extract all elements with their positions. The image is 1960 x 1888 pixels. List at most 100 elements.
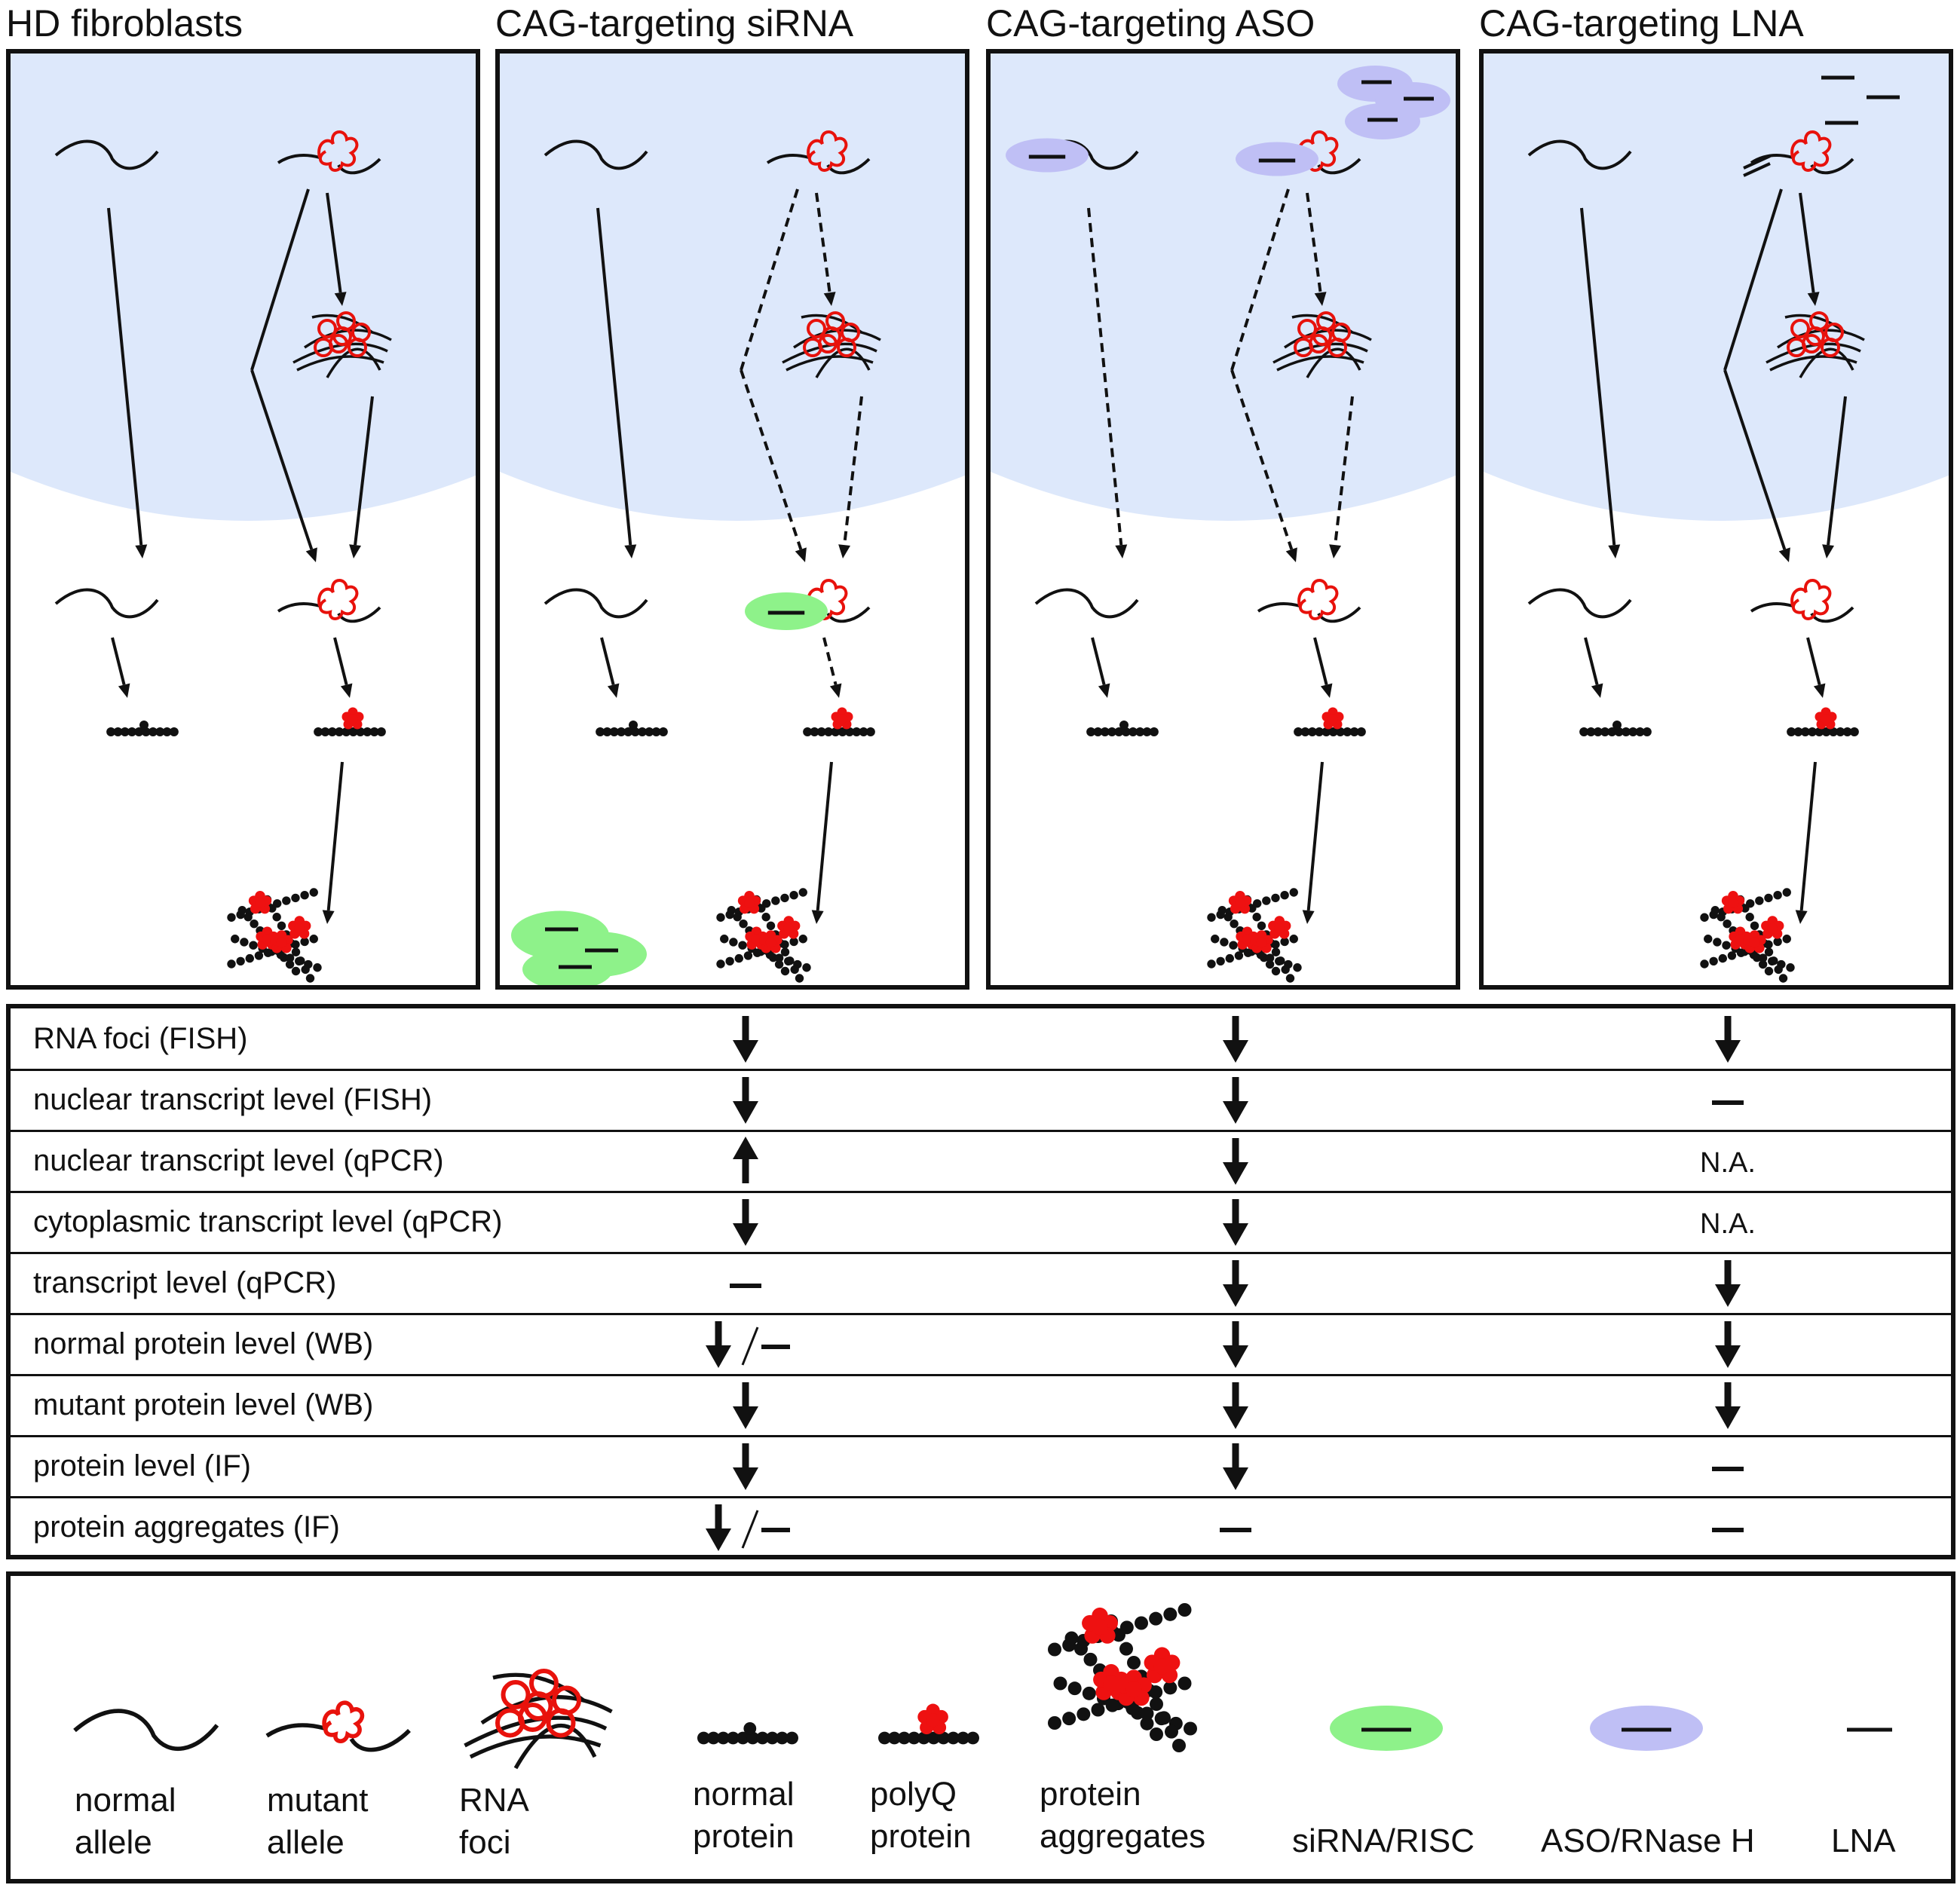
normal-allele-cyto <box>54 588 159 619</box>
rna-foci-nuclear <box>292 311 392 378</box>
legend-mutant-allele <box>265 1700 411 1752</box>
row-label: nuclear transcript level (qPCR) <box>33 1144 444 1177</box>
row-divider <box>11 1191 1951 1193</box>
arrow-down-icon <box>1715 1382 1741 1429</box>
result-sirna <box>678 1375 813 1436</box>
legend-normal-allele <box>73 1709 219 1751</box>
export-path-mutant <box>1230 188 1290 371</box>
result-aso <box>1168 1008 1303 1069</box>
mutant-allele-nuclear <box>766 130 871 175</box>
result-sirna <box>678 1253 813 1314</box>
panel-lna <box>1479 49 1953 990</box>
normal-allele-cyto <box>1034 588 1139 619</box>
normal-allele-cyto <box>1527 588 1632 619</box>
legend-rna-foci <box>464 1669 613 1770</box>
arrow-down-icon <box>1715 1260 1741 1307</box>
result-sirna <box>678 1314 813 1375</box>
arrow-down-icon <box>1223 1260 1248 1307</box>
not-available-label: N.A. <box>1700 1147 1756 1179</box>
arrow-down-icon <box>1223 1016 1248 1063</box>
legend-protein-aggregates-label: protein aggregates <box>1040 1776 1206 1855</box>
arrow-down-icon <box>733 1443 758 1490</box>
polyq-protein <box>1787 707 1859 736</box>
legend-normal-protein <box>697 1722 798 1745</box>
legend-polyq-protein <box>878 1703 979 1745</box>
table-row: nuclear transcript level (qPCR) N.A. <box>11 1131 1951 1192</box>
result-sirna <box>678 1497 813 1558</box>
legend-protein-aggregates <box>1048 1603 1197 1752</box>
mutant-allele-nuclear <box>1750 130 1854 175</box>
arrow-foci-to-cyto <box>1822 396 1847 558</box>
legend-aso-rnase-h-label: ASO/RNase H <box>1541 1822 1755 1859</box>
nucleus-region <box>1484 54 1949 521</box>
table-row: protein aggregates (IF) <box>11 1497 1951 1558</box>
arrow-foci-to-cyto <box>838 396 863 558</box>
result-aso <box>1168 1375 1303 1436</box>
row-divider <box>11 1069 1951 1071</box>
mutant-allele-nuclear <box>277 130 381 175</box>
protein-aggregates <box>227 888 322 983</box>
aggregation-arrow <box>1302 761 1324 924</box>
result-lna: N.A. <box>1660 1192 1796 1253</box>
arrow-to-foci <box>1306 192 1327 306</box>
row-divider <box>11 1313 1951 1315</box>
row-divider <box>11 1374 1951 1376</box>
result-sirna <box>678 1131 813 1192</box>
sirna-risc-bound <box>745 592 828 630</box>
result-lna <box>1660 1314 1796 1375</box>
nucleus-region <box>11 54 476 521</box>
arrow-down-icon <box>1223 1199 1248 1246</box>
export-arrow-mutant <box>1230 369 1297 562</box>
polyq-protein <box>803 707 875 736</box>
arrow-to-foci <box>1799 192 1820 306</box>
arrow-down-slash-dash-icon <box>706 1321 790 1368</box>
row-divider <box>11 1496 1951 1498</box>
legend-normal-protein-label: normal protein <box>693 1776 795 1855</box>
arrow-down-icon <box>733 1016 758 1063</box>
nucleus-region <box>500 54 965 521</box>
translation-arrow-mutant <box>822 637 842 698</box>
dash-icon <box>1220 1528 1251 1532</box>
row-label: RNA foci (FISH) <box>33 1022 248 1055</box>
panel-title-hd: HD fibroblasts <box>6 2 243 44</box>
legend-sirna-risc-label: siRNA/RISC <box>1292 1822 1475 1859</box>
arrow-up-icon <box>733 1137 758 1183</box>
export-arrow-mutant <box>250 369 317 562</box>
export-arrow-mutant <box>1723 369 1790 562</box>
results-table: RNA foci (FISH) nuclear transcript level … <box>6 1004 1955 1559</box>
result-lna <box>1660 1069 1796 1131</box>
normal-protein <box>1579 721 1652 736</box>
polyq-protein <box>314 707 386 736</box>
rna-foci-nuclear <box>1766 311 1865 378</box>
result-aso <box>1168 1436 1303 1497</box>
arrow-down-icon <box>1715 1321 1741 1368</box>
export-path-mutant <box>1723 188 1783 371</box>
result-aso <box>1168 1192 1303 1253</box>
aggregation-arrow <box>322 761 344 924</box>
row-label: mutant protein level (WB) <box>33 1388 374 1421</box>
arrow-down-icon <box>1223 1138 1248 1185</box>
aso-rnase-h-bound <box>1006 138 1089 173</box>
table-row: cytoplasmic transcript level (qPCR)N.A. <box>11 1192 1951 1253</box>
arrow-foci-to-cyto <box>349 396 374 558</box>
translation-arrow-mutant <box>1313 637 1333 698</box>
legend-sirna-risc <box>1330 1706 1443 1751</box>
arrow-down-icon <box>733 1077 758 1124</box>
table-row: mutant protein level (WB) <box>11 1375 1951 1436</box>
row-divider <box>11 1252 1951 1254</box>
mutant-allele-cyto <box>277 579 381 623</box>
legend-lna-label: LNA <box>1831 1822 1896 1859</box>
protein-aggregates <box>716 888 811 983</box>
result-lna: N.A. <box>1660 1131 1796 1192</box>
result-aso <box>1168 1314 1303 1375</box>
legend-polyq-protein-label: polyQ protein <box>870 1776 972 1855</box>
row-divider <box>11 1435 1951 1437</box>
result-aso <box>1168 1069 1303 1131</box>
aggregation-arrow <box>811 761 833 924</box>
row-label: protein aggregates (IF) <box>33 1510 340 1544</box>
arrow-down-icon <box>1223 1321 1248 1368</box>
lna-bound <box>1743 155 1771 177</box>
export-arrow-normal <box>1087 207 1128 558</box>
mutant-allele-cyto <box>1750 579 1854 623</box>
